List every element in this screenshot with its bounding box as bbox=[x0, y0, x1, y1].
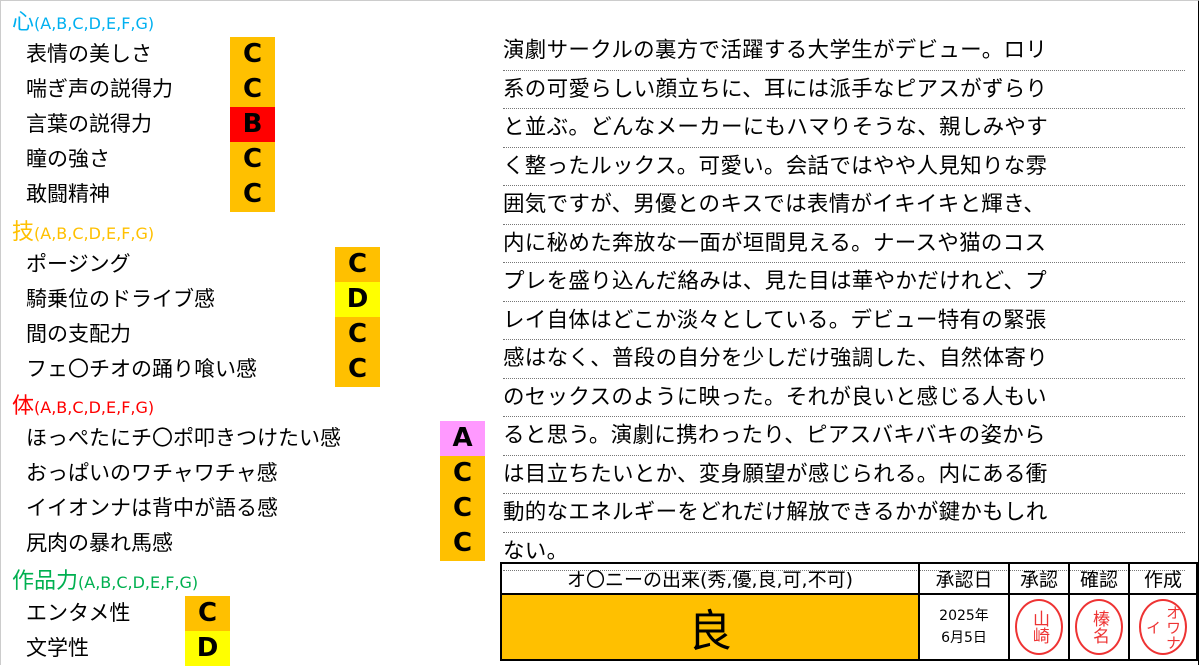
grade-badge: D bbox=[185, 631, 230, 666]
grade-badge: C bbox=[440, 526, 485, 561]
result-table: オ〇ニーの出来(秀,優,良,可,不可) 承認日 承認 確認 作成 良 2025年… bbox=[500, 562, 1198, 661]
criterion-label: フェ〇チオの踊り喰い感 bbox=[26, 357, 257, 381]
approve-stamp: 山崎 bbox=[1015, 599, 1063, 655]
grade-badge: A bbox=[440, 421, 485, 456]
section-scale: (A,B,C,D,E,F,G) bbox=[34, 224, 155, 243]
criterion-label: 瞳の強さ bbox=[26, 147, 110, 171]
grade-badge: C bbox=[230, 177, 275, 212]
review-line: く整ったルックス。可愛い。会話ではやや人見知りな雰 bbox=[503, 148, 1185, 186]
section-title: 体 bbox=[12, 394, 35, 419]
review-line: 感はなく、普段の自分を少しだけ強調した、自然体寄り bbox=[503, 340, 1185, 379]
section-title: 技 bbox=[12, 220, 35, 245]
approval-date: 2025年 6月5日 bbox=[918, 593, 1010, 661]
grade-badge: C bbox=[335, 352, 380, 387]
grade-badge: C bbox=[335, 247, 380, 282]
review-line: 囲気ですが、男優とのキスでは表情がイキイキと輝き、 bbox=[503, 186, 1185, 225]
criterion-label: 文学性 bbox=[26, 636, 89, 660]
criterion-label: 表情の美しさ bbox=[26, 42, 152, 66]
grade-badge: C bbox=[185, 596, 230, 631]
section-title: 心 bbox=[12, 10, 35, 35]
create-stamp: オワナイ bbox=[1139, 599, 1187, 655]
result-header: オ〇ニーの出来(秀,優,良,可,不可) bbox=[500, 562, 920, 595]
section-heading: 心(A,B,C,D,E,F,G) bbox=[12, 4, 154, 36]
section-scale: (A,B,C,D,E,F,G) bbox=[78, 573, 199, 592]
create-header: 作成 bbox=[1128, 562, 1198, 595]
check-stamp: 榛名 bbox=[1075, 599, 1123, 655]
grade-badge: C bbox=[440, 456, 485, 491]
date-year: 2025年 bbox=[939, 608, 989, 624]
criterion-label: 敢闘精神 bbox=[26, 182, 110, 206]
criterion-label: ほっぺたにチ〇ポ叩きつけたい感 bbox=[26, 426, 341, 450]
section-scale: (A,B,C,D,E,F,G) bbox=[34, 398, 155, 417]
review-line: 系の可愛らしい顔立ちに、耳には派手なピアスがずらり bbox=[503, 71, 1185, 109]
criterion-label: ポージング bbox=[26, 252, 131, 276]
section-heading: 作品力(A,B,C,D,E,F,G) bbox=[12, 563, 198, 595]
section-title: 作品力 bbox=[12, 569, 79, 594]
review-line: のセックスのように映った。それが良いと感じる人もい bbox=[503, 379, 1185, 417]
review-line: プレを盛り込んだ絡みは、見た目は華やかだけれど、プ bbox=[503, 263, 1185, 302]
criterion-label: 騎乗位のドライブ感 bbox=[26, 287, 215, 311]
grade-badge: B bbox=[230, 107, 275, 142]
check-stamp-cell: 榛名 bbox=[1068, 593, 1130, 661]
review-line: と並ぶ。どんなメーカーにもハマりそうな、親しみやす bbox=[503, 109, 1185, 148]
section-heading: 技(A,B,C,D,E,F,G) bbox=[12, 214, 154, 246]
criterion-label: 言葉の説得力 bbox=[26, 112, 152, 136]
review-line: ると思う。演劇に携わったり、ピアスバキバキの姿から bbox=[503, 417, 1185, 456]
criterion-label: 尻肉の暴れ馬感 bbox=[26, 531, 173, 555]
date-header: 承認日 bbox=[918, 562, 1010, 595]
approve-header: 承認 bbox=[1008, 562, 1070, 595]
criterion-label: イイオンナは背中が語る感 bbox=[26, 496, 278, 520]
create-stamp-cell: オワナイ bbox=[1128, 593, 1198, 661]
check-header: 確認 bbox=[1068, 562, 1130, 595]
grade-badge: C bbox=[230, 142, 275, 177]
approve-stamp-cell: 山崎 bbox=[1008, 593, 1070, 661]
grade-badge: C bbox=[335, 317, 380, 352]
review-text: 演劇サークルの裏方で活躍する大学生がデビュー。ロリ系の可愛らしい顔立ちに、耳には… bbox=[503, 32, 1185, 571]
grade-badge: D bbox=[335, 282, 380, 317]
criterion-label: 間の支配力 bbox=[26, 322, 131, 346]
section-heading: 体(A,B,C,D,E,F,G) bbox=[12, 388, 154, 420]
section-scale: (A,B,C,D,E,F,G) bbox=[34, 14, 155, 33]
review-line: は目立ちたいとか、変身願望が感じられる。内にある衝 bbox=[503, 456, 1185, 494]
result-value: 良 bbox=[500, 593, 920, 661]
grade-badge: C bbox=[440, 491, 485, 526]
criterion-label: おっぱいのワチャワチャ感 bbox=[26, 461, 278, 485]
review-line: 演劇サークルの裏方で活躍する大学生がデビュー。ロリ bbox=[503, 32, 1185, 71]
criterion-label: 喘ぎ声の説得力 bbox=[26, 77, 173, 101]
review-line: 動的なエネルギーをどれだけ解放できるかが鍵かもしれ bbox=[503, 494, 1185, 533]
review-line: 内に秘めた奔放な一面が垣間見える。ナースや猫のコス bbox=[503, 225, 1185, 263]
grade-badge: C bbox=[230, 72, 275, 107]
grade-badge: C bbox=[230, 37, 275, 72]
review-line: レイ自体はどこか淡々としている。デビュー特有の緊張 bbox=[503, 302, 1185, 340]
criterion-label: エンタメ性 bbox=[26, 601, 131, 625]
date-month-day: 6月5日 bbox=[941, 630, 987, 646]
